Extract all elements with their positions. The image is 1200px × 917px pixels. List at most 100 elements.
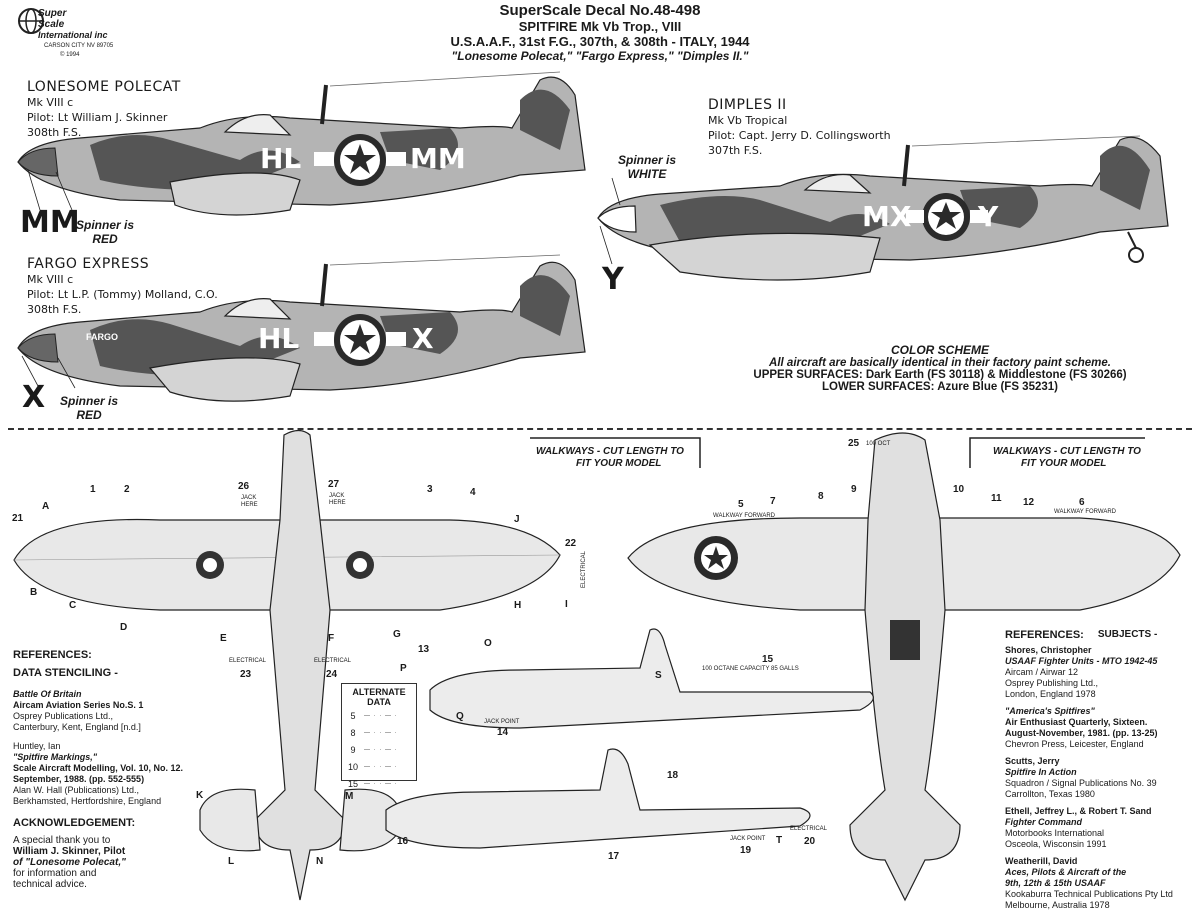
reference-item: Huntley, Ian "Spitfire Markings," Scale …	[13, 741, 203, 807]
jack-here-label-1: JACK HERE	[241, 495, 258, 508]
references-right: REFERENCES: SUBJECTS - Shores, Christoph…	[1005, 629, 1195, 917]
alternate-row-number: 9	[350, 744, 356, 755]
callout-24: 24	[326, 669, 338, 680]
callout-13: 13	[418, 644, 430, 655]
alternate-row: 15— · · — ·	[342, 775, 416, 792]
walkway-forward-label-2: WALKWAY FORWARD	[1054, 509, 1117, 515]
data-stenciling-title: DATA STENCILING -	[13, 667, 118, 679]
ref-publisher: Kookaburra Technical Publications Pty Lt…	[1005, 889, 1173, 899]
callout-G: G	[393, 629, 401, 640]
callout-L: L	[228, 856, 235, 867]
callout-D: D	[120, 622, 128, 633]
electrical-label-4: ELECTRICAL	[790, 826, 828, 832]
ack-line: A special thank you to	[13, 835, 111, 846]
fargo-express-info: FARGO EXPRESS Mk VIII c Pilot: Lt L.P. (…	[27, 256, 218, 317]
ref-place: Canterbury, Kent, England [n.d.]	[13, 722, 141, 732]
polecat-code-right: MM	[410, 142, 466, 175]
callout-6: 6	[1079, 497, 1085, 508]
electrical-label-3: ELECTRICAL	[581, 550, 588, 589]
ref-title: Battle Of Britain	[13, 689, 82, 699]
ref-author: Shores, Christopher	[1005, 645, 1092, 655]
ref-place: Berkhamsted, Hertfordshire, England	[13, 796, 162, 806]
aircraft-pilot: Pilot: Capt. Jerry D. Collingsworth	[708, 129, 891, 142]
polecat-spinner-note: Spinner is RED	[70, 218, 140, 246]
ack-line: for information and	[13, 868, 97, 879]
aircraft-name: FARGO EXPRESS	[27, 256, 150, 272]
references-left: REFERENCES: DATA STENCILING - Battle Of …	[13, 649, 203, 890]
reference-item: "America's Spitfires" Air Enthusiast Qua…	[1005, 706, 1195, 750]
dimples-big-code: Y	[602, 262, 624, 297]
callout-12: 12	[1023, 497, 1035, 508]
aircraft-name: DIMPLES II	[708, 97, 787, 113]
walkway-line-1: WALKWAYS - CUT LENGTH TO	[993, 446, 1141, 457]
aircraft-name: LONESOME POLECAT	[27, 79, 181, 95]
ref-author: Huntley, Ian	[13, 741, 61, 751]
callout-Q: Q	[456, 711, 464, 722]
ref-publisher: Chevron Press, Leicester, England	[1005, 739, 1144, 749]
walkway-forward-label-1: WALKWAY FORWARD	[713, 513, 776, 519]
callout-I: I	[565, 599, 568, 610]
callout-F: F	[328, 633, 335, 644]
ref-publisher: Alan W. Hall (Publications) Ltd.,	[13, 785, 140, 795]
callout-2: 2	[124, 484, 130, 495]
alternate-data-box: ALTERNATE DATA 5— · · — · 8— · · — · 9— …	[341, 683, 417, 789]
callout-17: 17	[608, 851, 620, 862]
alternate-row: 5— · · — ·	[342, 707, 416, 724]
ack-line: of "Lonesome Polecat,"	[13, 857, 126, 868]
jack-here-label-2: JACK HERE	[329, 493, 346, 506]
header-block: SuperScale Decal No.48-498 SPITFIRE Mk V…	[300, 2, 900, 63]
alternate-row-number: 15	[347, 778, 358, 789]
reference-item: Shores, Christopher USAAF Fighter Units …	[1005, 645, 1195, 700]
callout-23: 23	[240, 669, 252, 680]
callout-J: J	[514, 514, 520, 525]
ref-place: London, England 1978	[1005, 689, 1096, 699]
logo-address: CARSON CITY NV 89705	[44, 43, 114, 49]
callout-P: P	[400, 663, 407, 674]
ref-series: Aircam Aviation Series No.S. 1	[13, 700, 144, 710]
references-header: REFERENCES: SUBJECTS -	[1005, 629, 1195, 641]
ref-publisher: Squadron / Signal Publications No. 39	[1005, 778, 1157, 788]
callout-S: S	[655, 670, 662, 681]
callout-M: M	[345, 791, 354, 802]
walkway-label-right: WALKWAYS - CUT LENGTH TO FIT YOUR MODEL	[993, 446, 1141, 470]
callout-18: 18	[667, 770, 679, 781]
aircraft-squadron: 308th F.S.	[27, 303, 82, 316]
profile-artwork	[17, 71, 1169, 402]
electrical-label-1: ELECTRICAL	[229, 658, 267, 664]
callout-N: N	[316, 856, 324, 867]
ref-title: Aces, Pilots & Aircraft of the	[1005, 867, 1127, 877]
ref-title: Spitfire In Action	[1005, 767, 1077, 777]
callout-E: E	[220, 633, 227, 644]
alternate-title: ALTERNATE DATA	[342, 684, 416, 707]
reference-item: Battle Of Britain Aircam Aviation Series…	[13, 689, 203, 733]
ack-line: William J. Skinner, Pilot	[13, 846, 126, 857]
reference-item: Ethell, Jeffrey L., & Robert T. Sand Fig…	[1005, 806, 1195, 850]
callout-16: 16	[397, 836, 409, 847]
electrical-label-2: ELECTRICAL	[314, 658, 352, 664]
callout-H: H	[514, 600, 522, 611]
profile-fargo-express	[17, 254, 586, 402]
profile-dimples-ii	[597, 135, 1169, 281]
callout-15: 15	[762, 654, 774, 665]
ref-title-2: 9th, 12th & 15th USAAF	[1005, 878, 1106, 888]
callout-4: 4	[470, 487, 476, 498]
acknowledgement-text: A special thank you to William J. Skinne…	[13, 835, 203, 890]
walkway-line-2: FIT YOUR MODEL	[1021, 458, 1107, 469]
callout-19: 19	[740, 845, 752, 856]
aircraft-pilot: Pilot: Lt L.P. (Tommy) Molland, C.O.	[27, 288, 218, 301]
ref-place: Carrollton, Texas 1980	[1005, 789, 1095, 799]
callout-T: T	[776, 835, 783, 846]
ref-title: "Spitfire Markings,"	[13, 752, 98, 762]
jack-point-label-1: JACK POINT	[484, 719, 520, 725]
ref-publisher: Osprey Publishing Ltd.,	[1005, 678, 1099, 688]
ref-place: Osceola, Wisconsin 1991	[1005, 839, 1107, 849]
alternate-row: 9— · · — ·	[342, 741, 416, 758]
ref-journal: Air Enthusiast Quarterly, Sixteen.	[1005, 717, 1148, 727]
aircraft-mark: Mk Vb Tropical	[708, 114, 788, 127]
callout-22: 22	[565, 538, 577, 549]
callout-11: 11	[991, 493, 1002, 504]
alternate-title-2: DATA	[367, 697, 391, 707]
callout-27: 27	[328, 479, 340, 490]
ref-title: USAAF Fighter Units - MTO 1942-45	[1005, 656, 1158, 666]
ref-title: Fighter Command	[1005, 817, 1083, 827]
